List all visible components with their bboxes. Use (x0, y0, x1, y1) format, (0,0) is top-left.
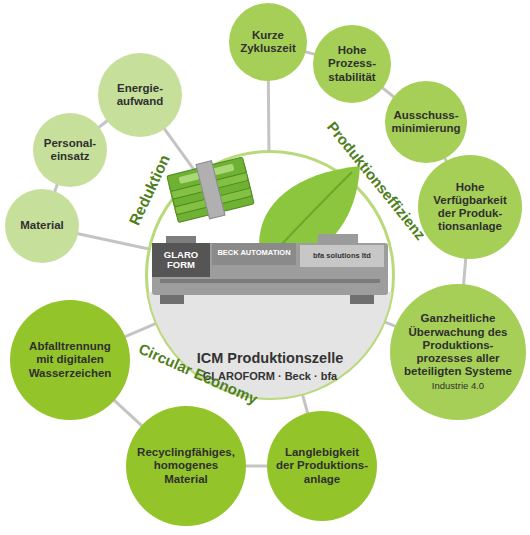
text-wrap: Ausschuss- minimierung (392, 81, 461, 163)
node-label: Ausschuss- minimierung (392, 109, 461, 135)
machine-hopper (166, 236, 196, 244)
text-wrap: Material (11, 189, 73, 263)
text-wrap: Hohe Verfügbarkeit der Produk- tionsanla… (427, 155, 514, 259)
connector-line (114, 400, 141, 425)
machine-text: GLARO FORM (156, 250, 206, 270)
node-label: Hohe Verfügbarkeit der Produk- tionsanla… (427, 181, 514, 234)
connector-line (386, 322, 395, 326)
money-stack (166, 153, 255, 226)
text-wrap: Abfalltrennung mit digitalen Wasserzeich… (20, 300, 121, 420)
text-wrap: Langlebigkeit der Produktions- anlage (276, 411, 368, 521)
machine-panel (300, 245, 384, 267)
node-label: Energie- aufwand (105, 82, 176, 108)
circle-node: Hohe Verfügbarkeit der Produk- tionsanla… (418, 155, 522, 259)
machine-text: bfa solutions ltd (313, 252, 371, 260)
connector-line (267, 81, 271, 150)
circle-node: Material (5, 189, 79, 263)
text-wrap: Kurze Zykluszeit (235, 3, 301, 81)
node-label: Ganzheitliche Überwachung des Produktion… (401, 312, 515, 378)
machine-panel (212, 243, 296, 265)
connector-line (445, 158, 446, 160)
node-label: Personal- einsatz (39, 137, 101, 163)
node-label: Abfalltrennung mit digitalen Wasserzeich… (20, 340, 121, 380)
floor-ground (145, 292, 395, 400)
circle-node: Kurze Zykluszeit (229, 3, 307, 81)
machine-rail (160, 279, 380, 283)
connector-line (78, 234, 148, 249)
connector-line (99, 121, 107, 127)
text-wrap: Recyclingfähiges, homogenes Material (136, 406, 237, 526)
node-note: Industrie 4.0 (401, 381, 515, 392)
machine-body (152, 243, 388, 295)
connector-line (303, 396, 308, 413)
node-label: Hohe Prozess- stabilität (319, 44, 385, 84)
circle-node: Ganzheitliche Überwachung des Produktion… (390, 284, 526, 420)
circle-node: Abfalltrennung mit digitalen Wasserzeich… (10, 300, 130, 420)
circle-node: Energie- aufwand (98, 53, 182, 137)
text-wrap: Ganzheitliche Überwachung des Produktion… (401, 284, 515, 420)
circle-node: Hohe Prozess- stabilität (313, 25, 391, 103)
node-label: Langlebigkeit der Produktions- anlage (276, 446, 368, 486)
connector-line (383, 88, 394, 97)
machine-unit (318, 234, 358, 244)
circle-node: Ausschuss- minimierung (385, 81, 467, 163)
node-label: Kurze Zykluszeit (235, 29, 301, 55)
circle-node: Recyclingfähiges, homogenes Material (126, 406, 246, 526)
text-wrap: Hohe Prozess- stabilität (319, 25, 385, 103)
machine-foot (350, 295, 374, 304)
circle-shape (390, 284, 526, 420)
text-wrap: Personal- einsatz (39, 113, 101, 187)
circle-node: Personal- einsatz (33, 113, 107, 187)
connector-line (464, 259, 466, 284)
node-label: Recyclingfähiges, homogenes Material (136, 446, 237, 486)
machine-text: BECK AUTOMATION (214, 249, 294, 257)
machine-panel (152, 243, 210, 277)
connector-line (246, 465, 267, 468)
connector-line (125, 324, 155, 337)
connector-line (306, 52, 315, 54)
machine-foot (160, 295, 184, 304)
text-wrap: Energie- aufwand (105, 53, 176, 137)
connector-line (55, 185, 57, 192)
circle-node: Langlebigkeit der Produktions- anlage (267, 411, 377, 521)
node-label: Material (11, 219, 73, 232)
